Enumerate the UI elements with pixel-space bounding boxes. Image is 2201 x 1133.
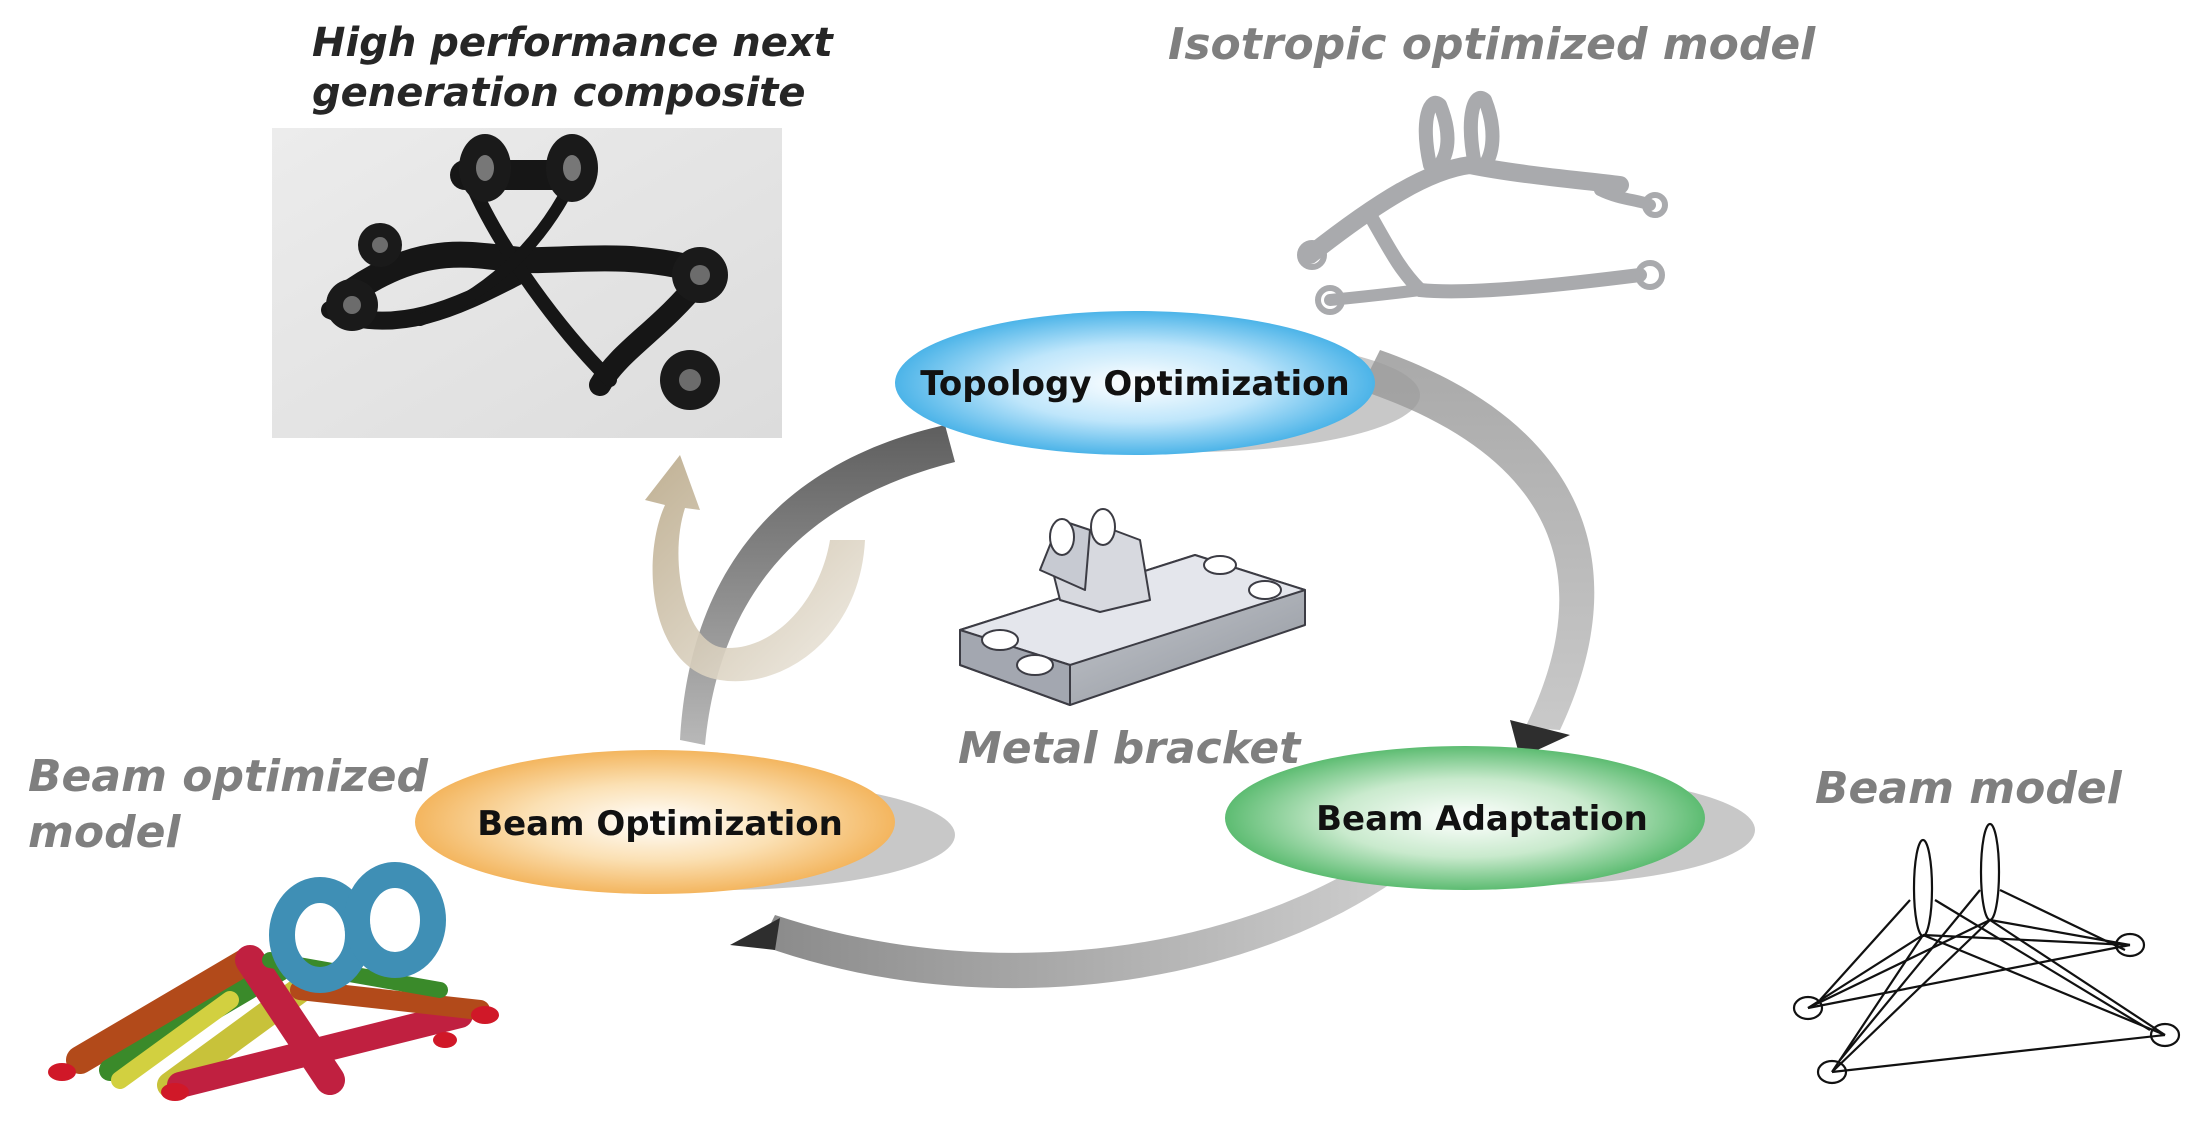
caption-beam-model: Beam model — [1815, 763, 2122, 814]
node-beam-optimization: Beam Optimization — [415, 750, 955, 894]
cycle-arc-bottom — [760, 850, 1410, 989]
node-topology-label: Topology Optimization — [920, 364, 1350, 404]
cycle-arc-left — [680, 425, 955, 745]
beam-optimized-render — [48, 862, 499, 1101]
node-optimization-label: Beam Optimization — [477, 804, 843, 844]
output-arrow — [645, 455, 865, 682]
node-adaptation-label: Beam Adaptation — [1316, 799, 1648, 839]
isotropic-model-render — [1297, 91, 1668, 315]
caption-metal-bracket: Metal bracket — [958, 723, 1301, 774]
cycle-arc-right — [1360, 350, 1595, 730]
caption-beam-optimized-line1: Beam optimized — [28, 751, 428, 802]
node-beam-adaptation: Beam Adaptation — [1225, 746, 1755, 890]
arrowhead-bottom — [730, 918, 780, 950]
caption-composite-line1: High performance next — [312, 20, 833, 66]
caption-isotropic: Isotropic optimized model — [1168, 19, 1816, 70]
cycle-arrows — [680, 350, 1595, 989]
caption-beam-optimized-line2: model — [28, 807, 181, 858]
beam-model-wireframe — [1792, 822, 2181, 1085]
node-topology-optimization: Topology Optimization — [895, 311, 1420, 455]
composite-bracket-photo — [272, 128, 782, 438]
caption-composite-line2: generation composite — [312, 70, 806, 116]
metal-bracket-render — [959, 508, 1306, 706]
